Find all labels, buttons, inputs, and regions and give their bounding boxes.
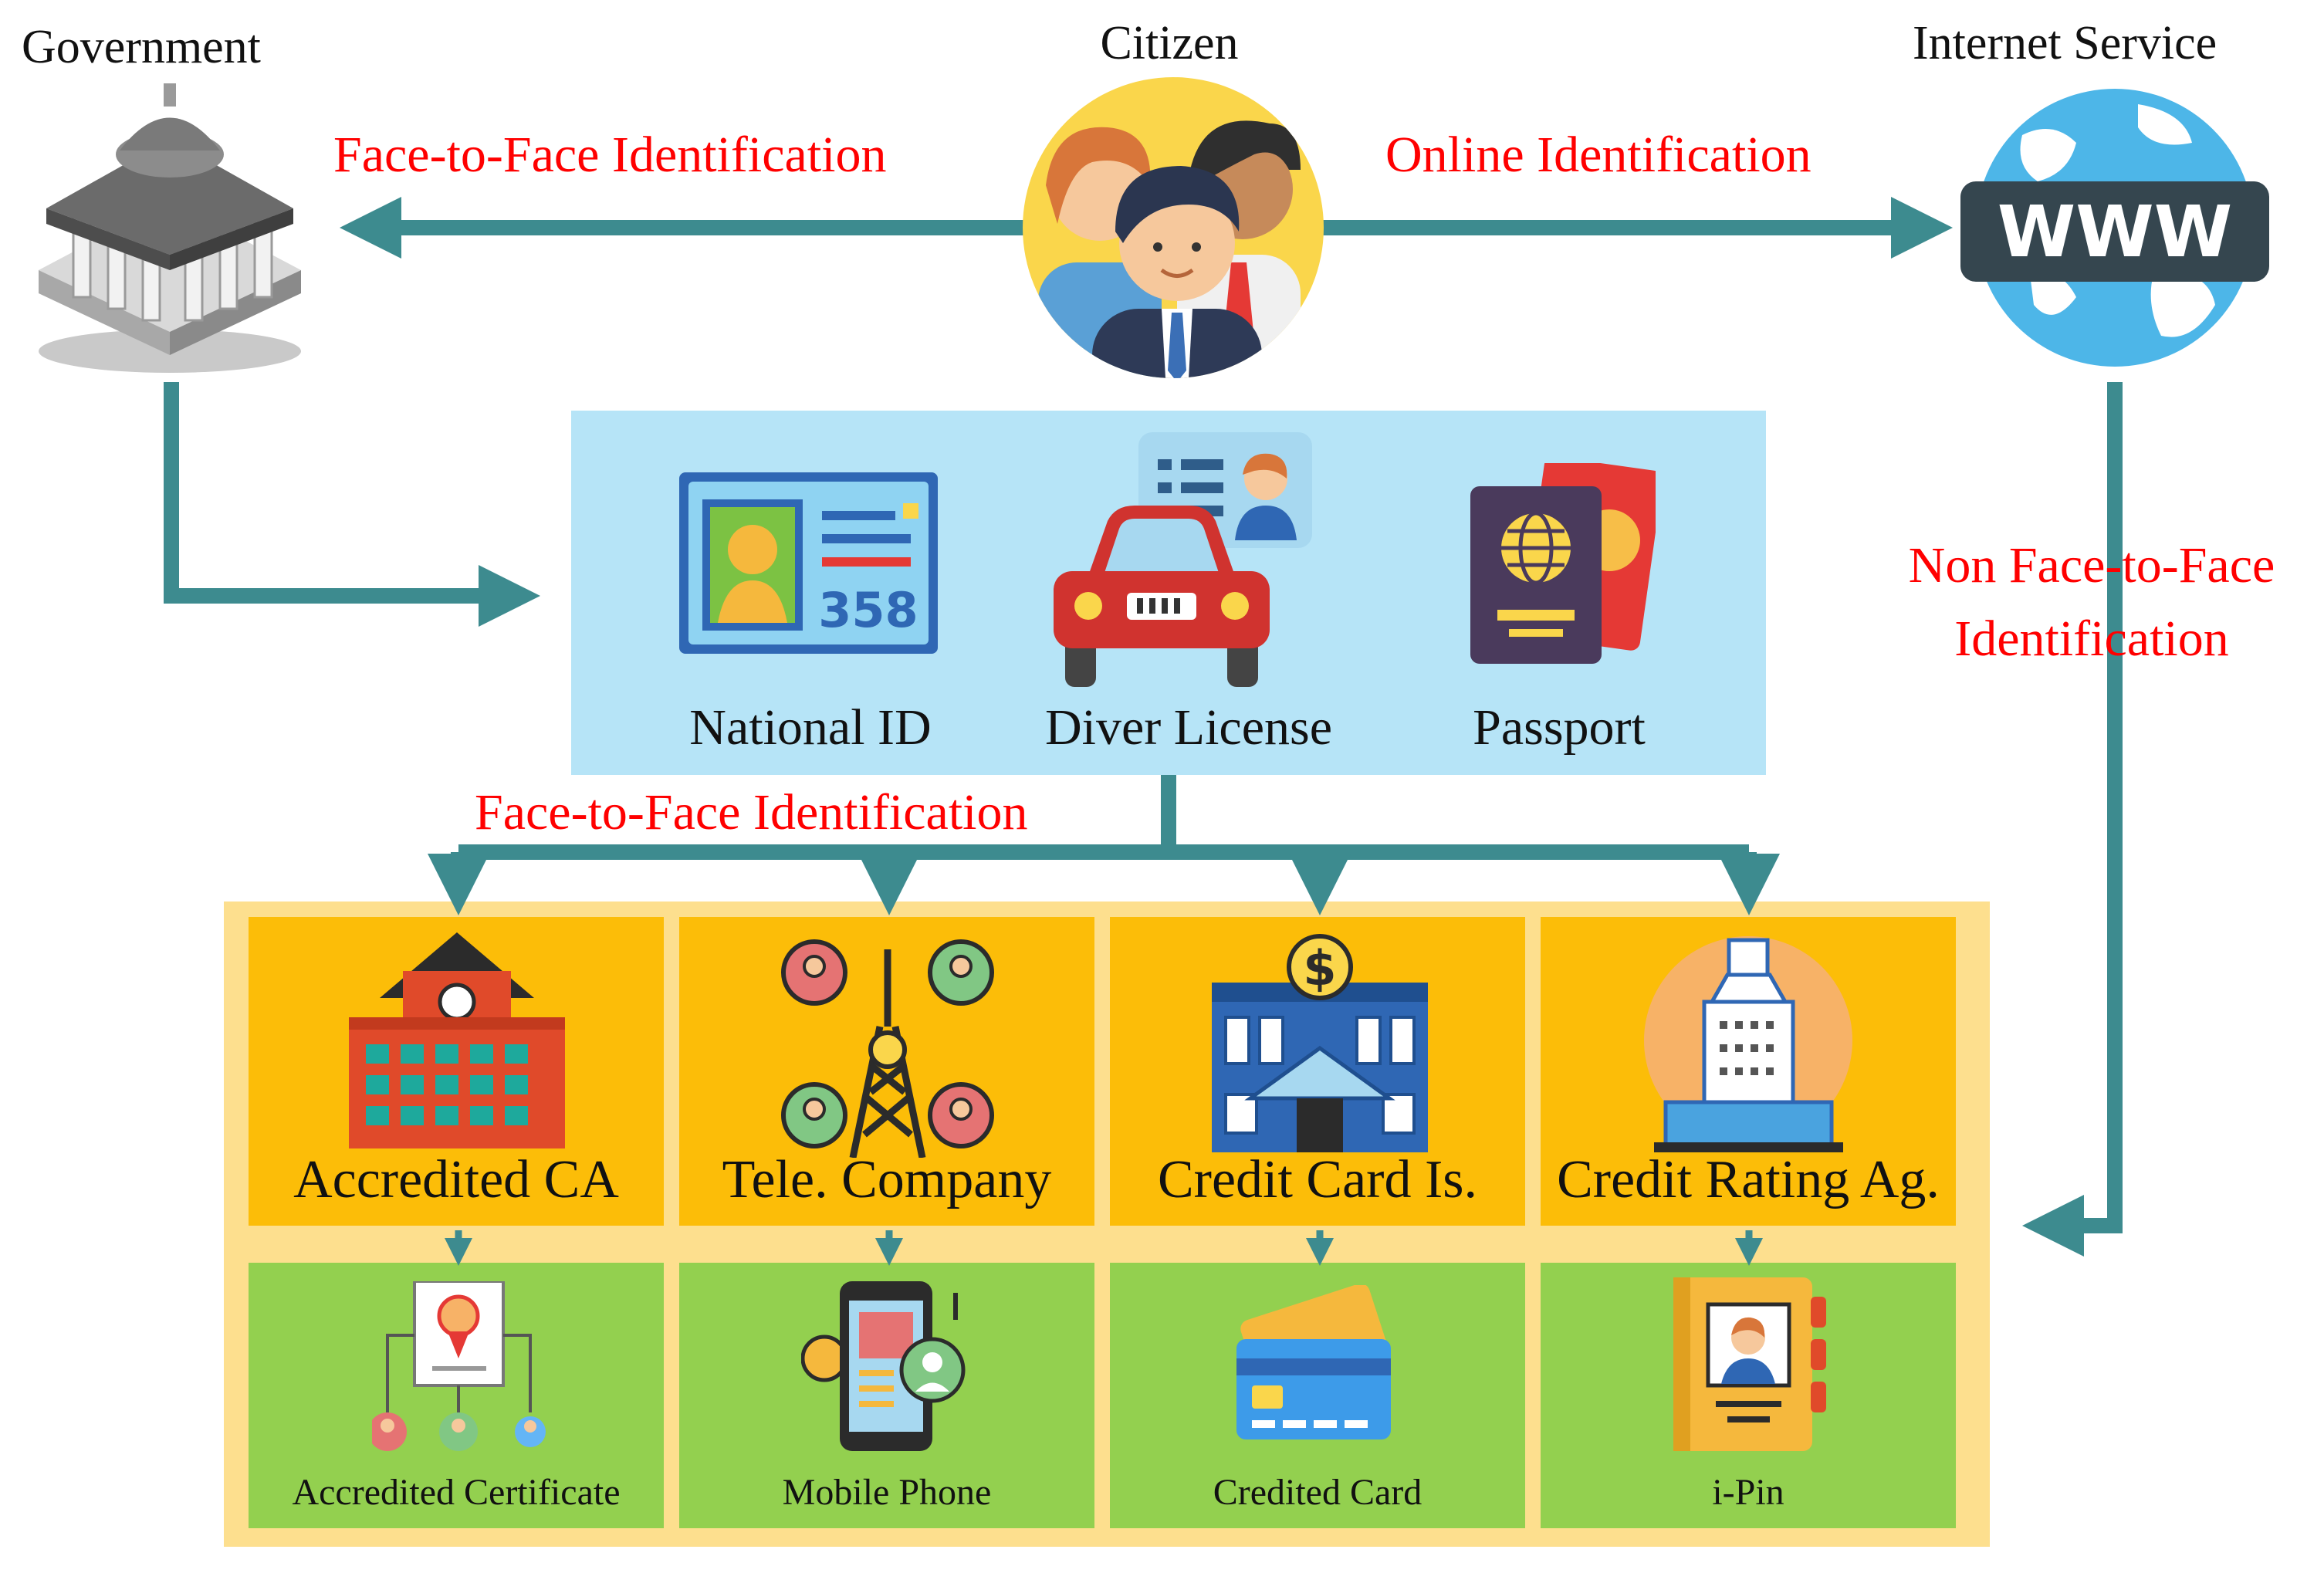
non-face-to-face-label-line2: Identification bbox=[1954, 611, 2229, 667]
citizens-group-icon bbox=[1023, 77, 1324, 378]
cred-credited-card-label: Credited Card bbox=[1213, 1472, 1422, 1513]
id-book-icon bbox=[1673, 1277, 1826, 1451]
car-license-icon bbox=[1054, 432, 1312, 687]
org-credit-card-label: Credit Card Is. bbox=[1157, 1150, 1478, 1209]
org-tele-company-label: Tele. Company bbox=[722, 1150, 1052, 1209]
cred-ipin-label: i-Pin bbox=[1712, 1472, 1784, 1513]
svg-text:$: $ bbox=[1303, 940, 1336, 996]
non-face-to-face-label-line1: Non Face-to-Face bbox=[1908, 537, 2275, 594]
government-building-icon bbox=[39, 83, 301, 373]
web-badge-text: WWW bbox=[1998, 191, 2232, 273]
id-card-icon: 358 bbox=[679, 472, 938, 654]
doc-passport-label: Passport bbox=[1473, 699, 1646, 756]
internet-service-label: Internet Service bbox=[1913, 17, 2217, 69]
credit-card-icon bbox=[1236, 1285, 1391, 1439]
org-accredited-ca-label: Accredited CA bbox=[293, 1150, 619, 1209]
citizen-label: Citizen bbox=[1100, 17, 1239, 69]
government-label: Government bbox=[22, 21, 261, 73]
arrow-government-to-documents bbox=[164, 382, 540, 627]
agency-building-icon bbox=[1644, 936, 1852, 1152]
telecom-tower-icon bbox=[781, 939, 994, 1158]
online-identification-label: Online Identification bbox=[1385, 127, 1812, 183]
id-card-number: 358 bbox=[818, 582, 918, 638]
face-to-face-mid-label: Face-to-Face Identification bbox=[475, 784, 1028, 841]
smartphone-icon bbox=[801, 1281, 966, 1451]
passport-icon bbox=[1470, 463, 1656, 664]
doc-national-id-label: National ID bbox=[689, 699, 932, 756]
face-to-face-top-label: Face-to-Face Identification bbox=[333, 127, 887, 183]
arrow-internet-to-organizations bbox=[2022, 382, 2123, 1257]
school-building-icon bbox=[349, 932, 565, 1148]
cred-mobile-phone-label: Mobile Phone bbox=[782, 1472, 992, 1513]
bank-building-icon: $ bbox=[1212, 934, 1428, 1152]
globe-www-icon: WWW bbox=[1960, 89, 2269, 367]
org-credit-rating-label: Credit Rating Ag. bbox=[1557, 1150, 1940, 1209]
cred-accredited-certificate-label: Accredited Certificate bbox=[292, 1472, 621, 1513]
certificate-icon bbox=[372, 1281, 546, 1451]
doc-driver-license-label: Diver License bbox=[1045, 699, 1332, 756]
